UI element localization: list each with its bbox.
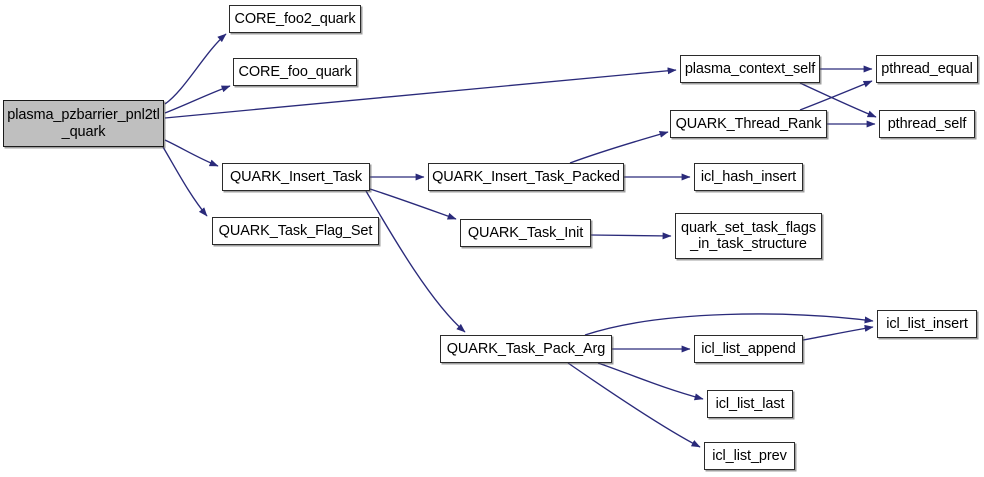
graph-node-listlast[interactable]: icl_list_last: [707, 390, 793, 418]
call-edge: [164, 139, 219, 167]
graph-node-insert[interactable]: QUARK_Insert_Task: [222, 163, 370, 191]
graph-node-taskinit[interactable]: QUARK_Task_Init: [460, 219, 591, 247]
call-edge: [597, 362, 704, 401]
call-edge: [567, 362, 701, 448]
graph-node-flagset[interactable]: QUARK_Task_Flag_Set: [212, 217, 379, 245]
graph-node-pthreadequal[interactable]: pthread_equal: [876, 55, 978, 83]
graph-node-foo2[interactable]: CORE_foo2_quark: [229, 5, 361, 33]
graph-node-listprev[interactable]: icl_list_prev: [704, 442, 795, 470]
graph-node-listinsert[interactable]: icl_list_insert: [877, 310, 977, 338]
graph-node-ctxself[interactable]: plasma_context_self: [680, 55, 820, 83]
graph-node-threadrank[interactable]: QUARK_Thread_Rank: [670, 110, 827, 138]
call-edge: [569, 130, 669, 164]
call-edge: [369, 188, 457, 220]
call-edge: [164, 67, 677, 119]
call-edge: [162, 146, 208, 217]
graph-node-hashinsert[interactable]: icl_hash_insert: [694, 163, 803, 191]
graph-node-setflags[interactable]: quark_set_task_flags _in_task_structure: [675, 213, 822, 259]
call-edge: [365, 190, 466, 333]
graph-node-pthreadself[interactable]: pthread_self: [879, 110, 975, 138]
call-edge: [584, 313, 874, 336]
call-edge: [164, 33, 227, 105]
call-edge: [799, 80, 873, 111]
call-edge: [802, 324, 874, 341]
graph-node-root[interactable]: plasma_pzbarrier_pnl2tl _quark: [3, 100, 164, 147]
graph-node-packarg[interactable]: QUARK_Task_Pack_Arg: [440, 335, 612, 363]
call-edge: [590, 232, 672, 240]
edges-group: [162, 33, 877, 448]
graph-node-foo[interactable]: CORE_foo_quark: [233, 58, 357, 86]
call-edge: [164, 85, 231, 114]
graph-node-listappend[interactable]: icl_list_append: [694, 335, 803, 363]
call-edge: [799, 82, 877, 118]
graph-node-packed[interactable]: QUARK_Insert_Task_Packed: [428, 163, 624, 191]
